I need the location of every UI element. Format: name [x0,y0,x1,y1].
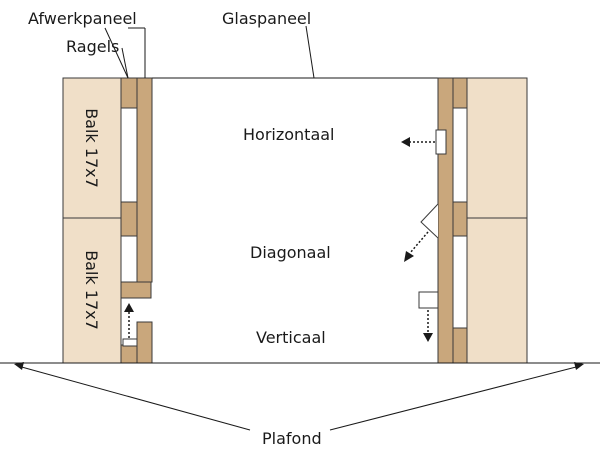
right-beam-top [466,77,528,219]
left-wall [62,77,153,364]
right-beam-bottom [466,217,528,364]
right-rail-top [452,77,468,109]
plafond-arrowhead-right [574,362,584,370]
plafond-leader-right [329,365,581,431]
left-beam-top [62,77,122,219]
plafond-arrowhead-left [14,362,24,370]
left-clip [122,338,138,347]
label-verticaal: Verticaal [256,328,326,347]
left-finishing-panel [136,77,153,283]
left-vertical-arrowhead [124,303,134,312]
label-plafond: Plafond [262,429,322,448]
right-wall [401,77,528,364]
left-finishing-panel-lower [136,321,153,364]
right-diagonal-clip [420,203,439,239]
left-rail-lower-ledge [120,281,152,299]
right-vertical-clip [418,291,439,309]
label-diagonaal: Diagonaal [250,243,331,262]
left-rail-middle [120,201,138,237]
beam-label-top: Balk 17x7 [82,108,101,188]
beam-label-bottom: Balk 17x7 [82,250,101,330]
plafond-leader-left [17,365,251,431]
diagonal-arrow-line [409,231,429,254]
afwerkpaneel-leader [104,27,129,79]
label-ragels: Ragels [66,37,119,56]
label-horizontaal: Horizontaal [243,125,335,144]
diagonal-arrowhead [404,251,414,262]
glaspaneel-leader [305,25,315,79]
right-rail-bottom [452,327,468,364]
label-afwerkpaneel: Afwerkpaneel [28,9,137,28]
ragels-leader [121,47,129,79]
left-beam-bottom [62,217,122,364]
right-rail-middle [452,201,468,237]
left-rail-top [120,77,138,109]
horizontal-arrowhead [401,137,410,147]
label-glaspaneel: Glaspaneel [222,9,311,28]
right-finishing-panel [437,77,454,364]
right-horizontal-clip [435,129,447,155]
vertical-arrowhead [423,333,433,342]
